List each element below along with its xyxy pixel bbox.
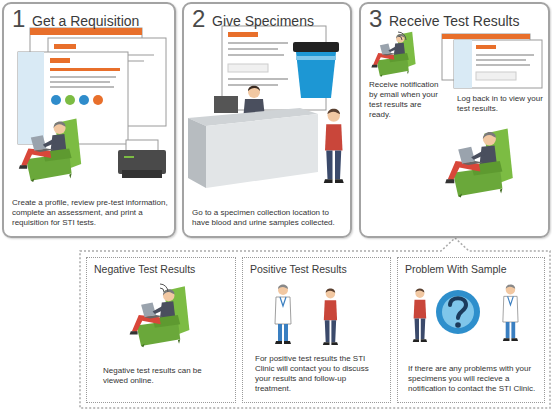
question-symbol <box>436 290 480 334</box>
step-number: 3 <box>369 4 382 34</box>
step-panel: 2 Give Specimens Go to a specimen collecti… <box>182 2 352 238</box>
collection-counter <box>188 108 318 188</box>
step-description: Receive notification by email when your … <box>369 80 443 120</box>
requisition-form <box>228 84 278 86</box>
web-pages <box>93 95 103 105</box>
results-web-pages <box>476 72 516 80</box>
step-panel: 3 Receive Test ResultsReceive notificatio… <box>359 2 550 238</box>
web-pages <box>18 28 166 144</box>
question-symbol <box>450 298 466 318</box>
step-description: Create a profile, review pre-test inform… <box>12 198 168 228</box>
results-web-pages <box>442 34 530 39</box>
result-description: Negative test results can be viewed onli… <box>103 366 221 386</box>
web-pages <box>50 86 114 88</box>
patient <box>413 288 427 342</box>
specimen-cup <box>293 42 339 98</box>
wireless-signal <box>398 32 406 40</box>
specimen-cup <box>293 42 339 52</box>
wireless-signal <box>398 32 406 40</box>
requisition-form <box>228 48 278 50</box>
results-callout <box>80 238 550 408</box>
results-web-pages <box>476 45 496 49</box>
step-panel: 1 Get a RequisitionCreate a profile, revi… <box>2 2 176 238</box>
wireless-signal <box>398 36 402 40</box>
web-pages <box>79 95 89 105</box>
result-box: Positive Test ResultsFor positive test r… <box>242 257 391 403</box>
step-heading: Give Specimens <box>212 13 314 31</box>
results-web-pages <box>476 54 534 56</box>
step-number: 2 <box>192 4 205 34</box>
result-box: Problem With Sample If there are any prob… <box>397 257 545 403</box>
wireless-signal <box>160 288 164 292</box>
question-symbol <box>455 322 461 328</box>
result-description: For positive test results the STI Clinic… <box>255 354 379 394</box>
wireless-signal <box>160 284 168 292</box>
person-in-armchair <box>130 286 190 347</box>
wireless-signal <box>160 284 168 292</box>
patient <box>323 288 338 345</box>
collection-counter <box>206 114 318 188</box>
web-pages <box>65 95 75 105</box>
results-web-pages <box>476 64 530 66</box>
result-heading: Positive Test Results <box>250 263 347 276</box>
results-web-pages <box>476 59 526 61</box>
question-symbol <box>442 296 474 328</box>
web-pages <box>30 28 142 35</box>
results-web-pages <box>454 40 542 88</box>
patient <box>324 109 344 183</box>
requisition-form <box>228 78 288 80</box>
printer <box>118 140 166 178</box>
doctor <box>275 285 291 345</box>
web-pages <box>50 58 70 63</box>
requisition-form <box>228 32 258 37</box>
person-in-armchair <box>445 129 513 198</box>
step-heading: Get a Requisition <box>32 13 139 31</box>
person-in-armchair <box>371 32 415 77</box>
doctor <box>503 284 518 341</box>
web-pages <box>50 68 120 71</box>
web-pages <box>50 76 116 78</box>
step-description: Go to a specimen collection location to … <box>192 208 344 228</box>
web-pages <box>51 95 61 105</box>
web-pages <box>18 52 44 144</box>
lab-technician <box>248 86 260 91</box>
web-pages <box>50 81 110 83</box>
results-web-pages <box>442 34 542 88</box>
printer <box>122 170 162 178</box>
result-heading: Problem With Sample <box>405 263 507 276</box>
step-number: 1 <box>12 4 25 34</box>
step-heading: Receive Test Results <box>389 13 519 31</box>
result-box: Negative Test ResultsNegative test resul… <box>86 257 236 403</box>
requisition-form <box>228 42 288 44</box>
lab-technician <box>248 86 260 98</box>
step-description: Log back in to view your test results. <box>457 94 545 114</box>
collection-counter <box>188 118 206 188</box>
result-heading: Negative Test Results <box>94 263 195 276</box>
specimen-cup <box>296 52 336 98</box>
result-description: If there are any problems with your spec… <box>408 364 536 394</box>
lab-technician <box>214 96 238 113</box>
requisition-form <box>228 64 268 72</box>
specimen-cup <box>296 56 336 60</box>
person-in-armchair <box>19 118 81 182</box>
printer <box>124 156 134 158</box>
web-pages <box>54 44 76 49</box>
requisition-form <box>228 54 284 56</box>
results-web-pages <box>454 40 472 88</box>
question-symbol <box>436 290 480 334</box>
